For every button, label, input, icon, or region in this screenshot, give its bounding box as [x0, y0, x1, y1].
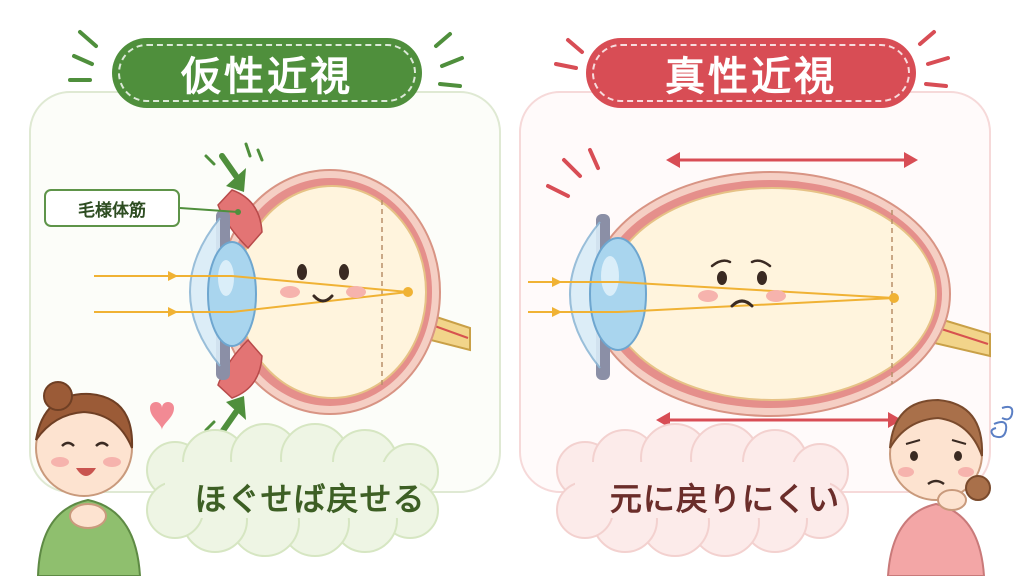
right-title-pill: 真性近視 [586, 38, 916, 108]
left-title-sparkles [68, 30, 464, 88]
left-eye [94, 169, 471, 415]
left-title: 仮性近視 [181, 54, 353, 100]
left-caption-cloud [146, 423, 439, 557]
muscle-leader-line [179, 207, 239, 213]
squeeze-arrows [204, 142, 264, 446]
worried-woman [886, 398, 991, 576]
heart-icon [150, 402, 174, 430]
left-caption: ほぐせば戻せる [194, 480, 426, 518]
right-eye [528, 171, 991, 417]
ciliary-muscle-label: 毛様体筋 [44, 189, 180, 227]
happy-girl [35, 381, 142, 576]
worry-swirl-icon [990, 405, 1014, 439]
stress-marks [546, 148, 600, 198]
left-title-pill: 仮性近視 [112, 38, 422, 108]
right-title: 真性近視 [665, 54, 837, 100]
right-title-sparkles [554, 30, 950, 88]
right-caption: 元に戻りにくい [609, 480, 841, 518]
length-arrows [656, 152, 918, 428]
right-caption-cloud [556, 423, 849, 557]
